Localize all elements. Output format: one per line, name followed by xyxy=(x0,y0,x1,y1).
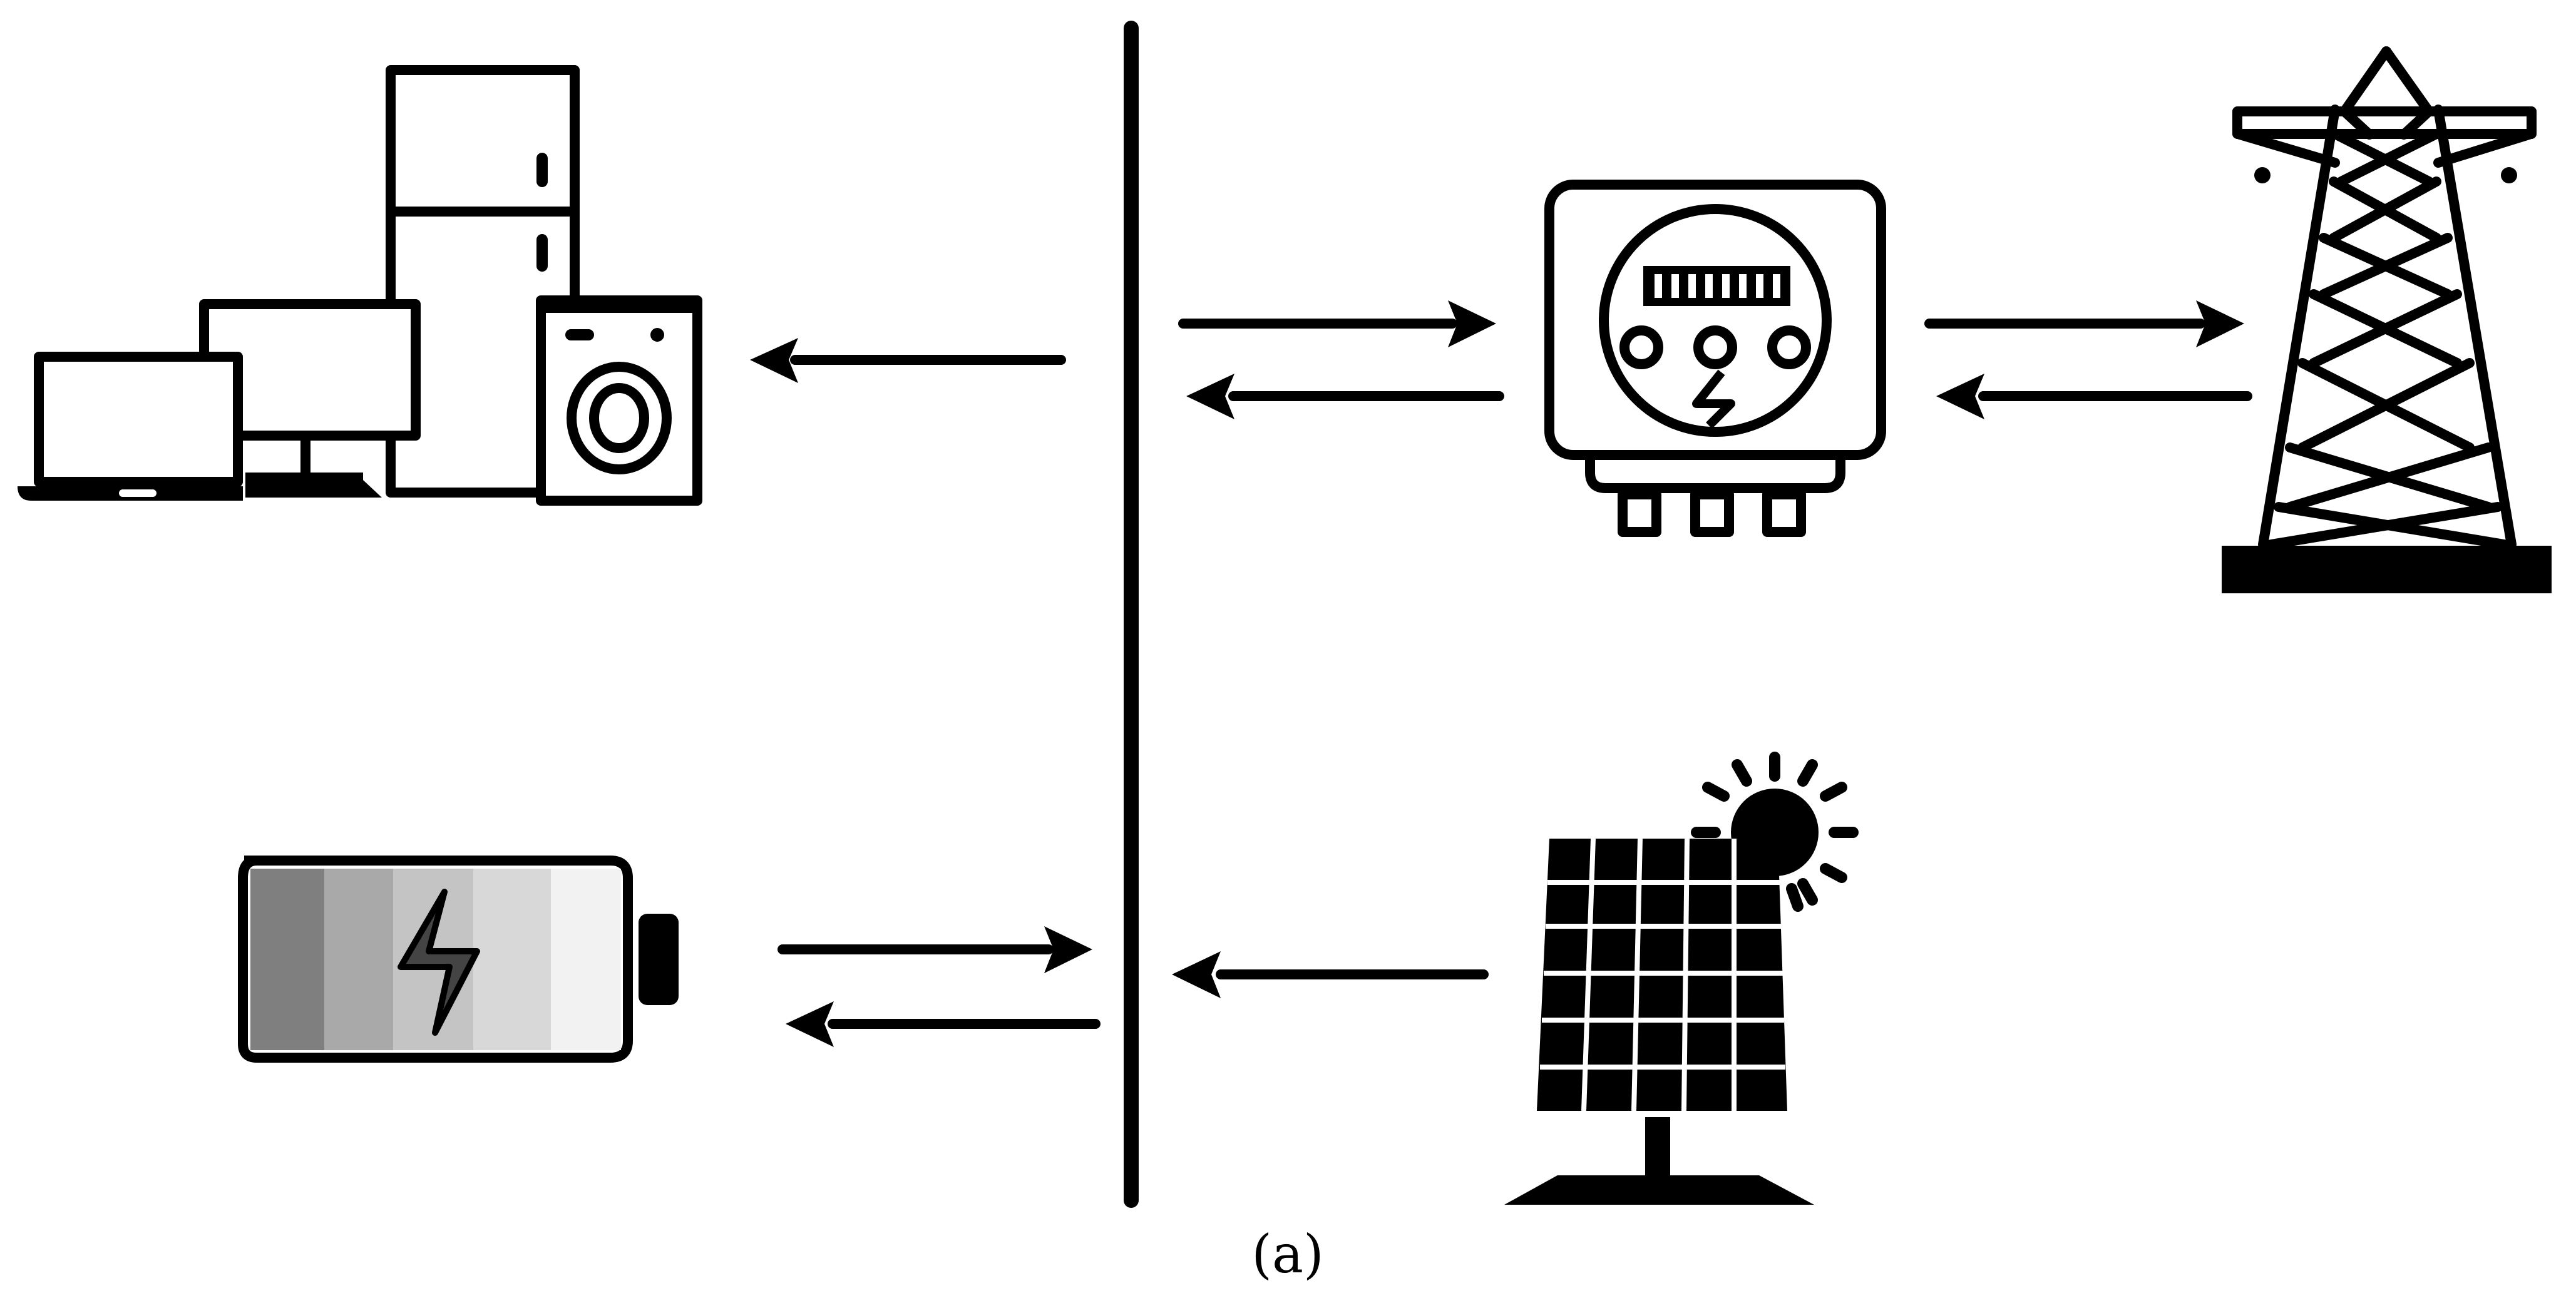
arrow-bus-to-meter xyxy=(1178,300,1496,347)
arrow-meter-to-grid xyxy=(1924,300,2244,347)
lightning-icon xyxy=(398,889,480,1036)
arrow-bus-to-battery xyxy=(786,1001,1101,1047)
transmission-tower-icon xyxy=(2222,46,2552,593)
appliances-group xyxy=(18,65,702,506)
arrow-battery-to-bus xyxy=(777,926,1092,973)
solar-panel-grid xyxy=(1537,838,1787,1111)
flow-arrows xyxy=(750,300,2252,1047)
arrow-meter-to-bus xyxy=(1186,374,1504,419)
figure-caption: (a) xyxy=(1251,1224,1324,1285)
battery-icon xyxy=(238,856,679,1063)
arrow-grid-to-meter xyxy=(1936,374,2252,419)
laptop-icon xyxy=(18,352,243,501)
solar-panel-icon xyxy=(1504,752,1859,1205)
arrow-bus-to-appliances xyxy=(750,338,1066,383)
arrow-solar-to-bus xyxy=(1172,951,1489,998)
electricity-meter-icon xyxy=(1544,180,1886,537)
washing-machine-icon xyxy=(536,295,702,506)
refrigerator-icon xyxy=(386,65,580,498)
